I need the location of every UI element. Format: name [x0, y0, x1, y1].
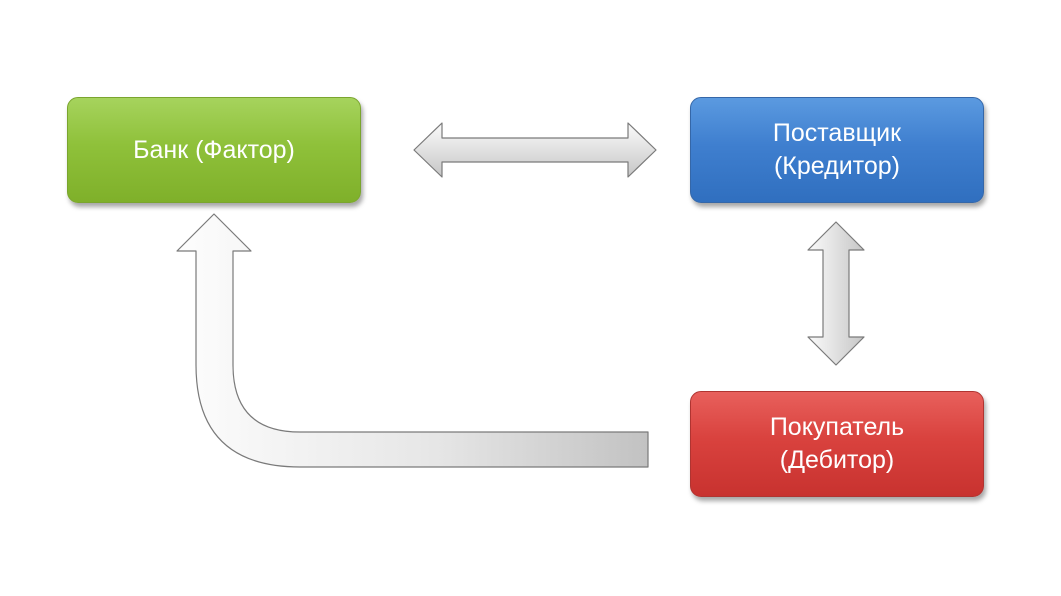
supplier-creditor-box: Поставщик (Кредитор): [690, 97, 984, 203]
buyer-to-bank-bent-arrow: [176, 213, 649, 468]
buyer-label-line2: (Дебитор): [779, 446, 895, 474]
buyer-label-line1: Покупатель: [769, 413, 905, 441]
buyer-debtor-box: Покупатель (Дебитор): [690, 391, 984, 497]
supplier-label-line2: (Кредитор): [773, 152, 900, 180]
bank-label-line1: Банк (Фактор): [133, 135, 295, 164]
bank-factor-box: Банк (Фактор): [67, 97, 361, 203]
supplier-label-line1: Поставщик: [772, 119, 902, 147]
supplier-buyer-double-arrow: [807, 221, 865, 366]
bank-supplier-double-arrow: [413, 122, 657, 178]
